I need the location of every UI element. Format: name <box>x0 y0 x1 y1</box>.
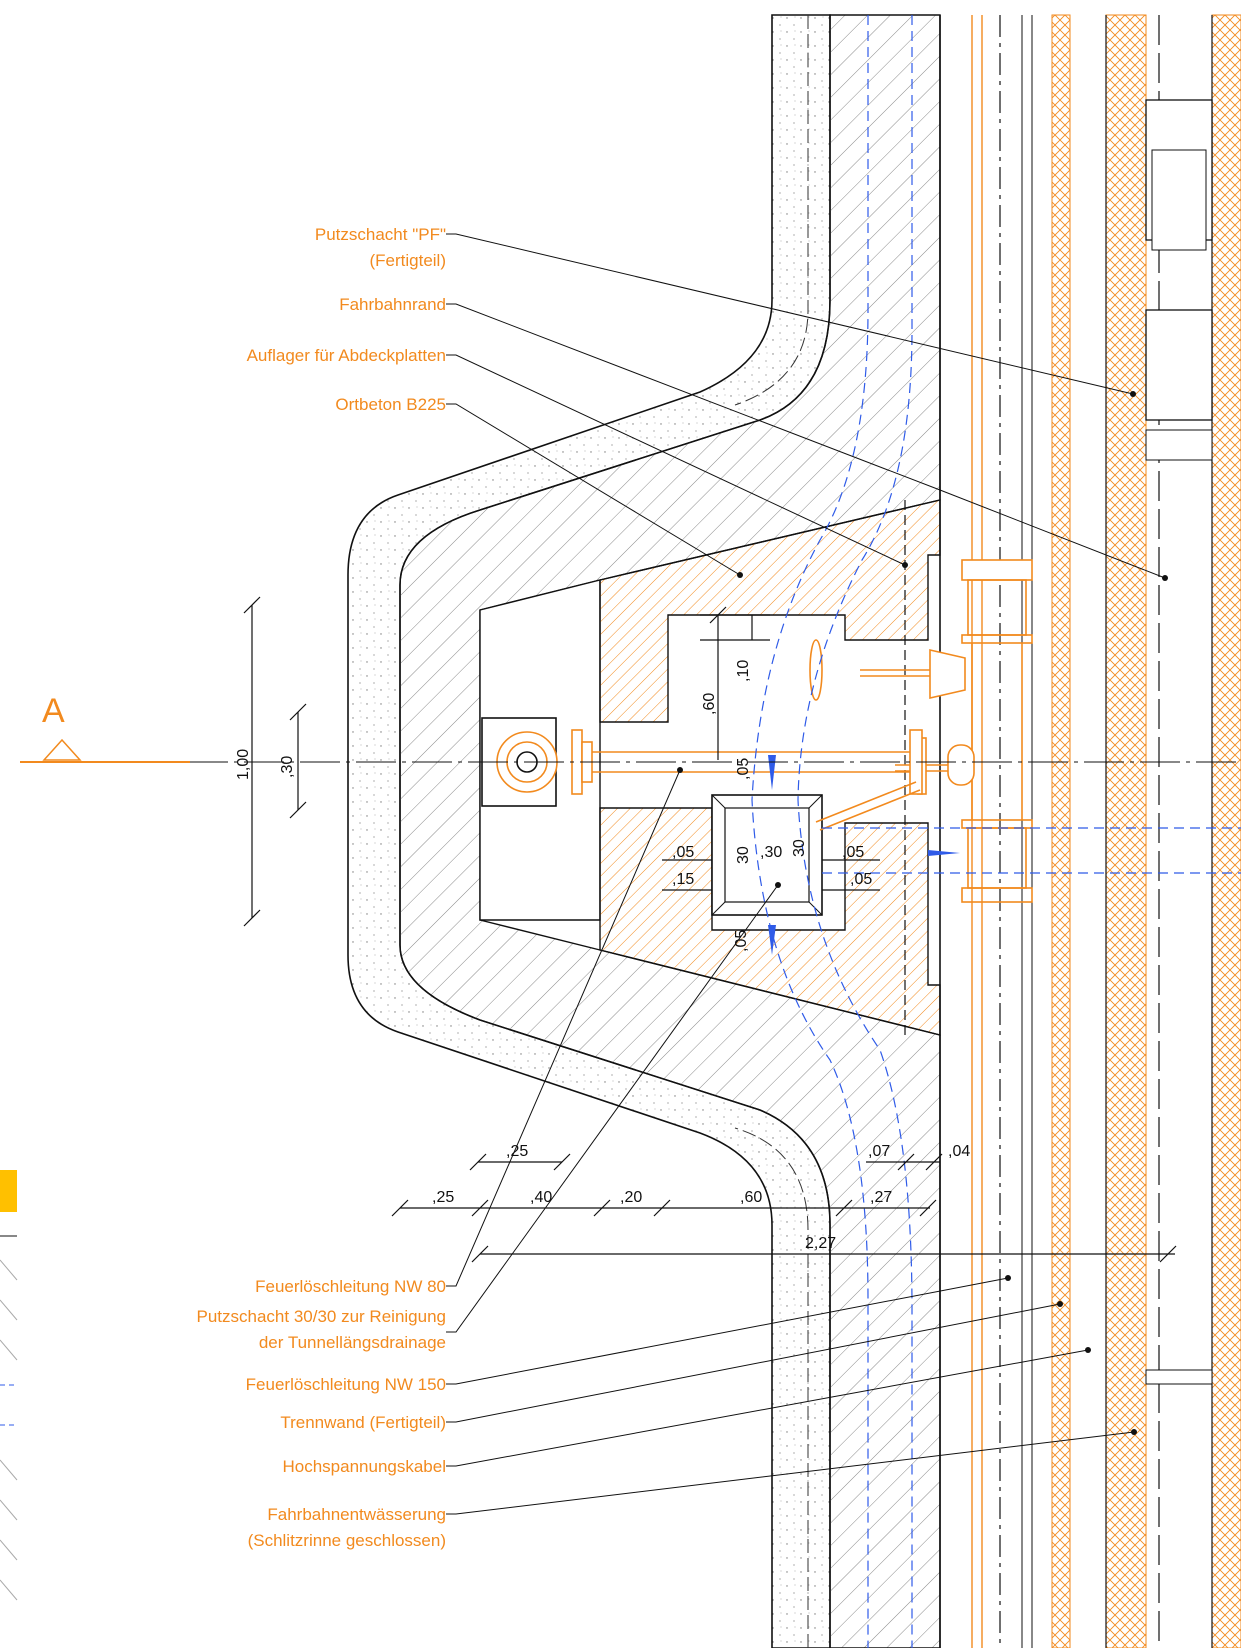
dim-005-a: ,05 <box>735 758 752 780</box>
legend-swatch <box>0 1170 17 1212</box>
label-entwaesserung-sub: (Schlitzrinne geschlossen) <box>248 1531 446 1550</box>
dim-060-h: ,60 <box>740 1189 762 1206</box>
label-putzschacht-pf-sub: (Fertigteil) <box>369 251 446 270</box>
dim-020: ,20 <box>620 1189 642 1206</box>
label-fahrbahnrand: Fahrbahnrand <box>339 295 446 314</box>
callout-labels: Putzschacht "PF" (Fertigteil) Fahrbahnra… <box>197 225 447 1550</box>
right-elements <box>939 14 1241 1648</box>
dim-040: ,40 <box>530 1189 552 1206</box>
dim-005-l: ,05 <box>672 844 694 861</box>
dim-004: ,04 <box>948 1143 970 1160</box>
dim-30-c: 30 <box>791 839 808 857</box>
putzschacht-30-30 <box>711 794 823 916</box>
leader-dots <box>677 391 1168 1435</box>
dim-025-top: ,25 <box>506 1143 528 1160</box>
drainage-arrows <box>768 755 960 955</box>
label-feuerloesch-80: Feuerlöschleitung NW 80 <box>255 1277 446 1296</box>
label-hochspannung: Hochspannungskabel <box>282 1457 446 1476</box>
dim-1-00: 1,00 <box>235 749 252 780</box>
dim-30-a: 30 <box>735 846 752 864</box>
dim-030-b: ,30 <box>760 844 782 861</box>
dimension-texts: 1,00 ,30 ,60 ,10 ,05 30 ,30 30 ,05 ,15 ,… <box>235 660 970 1252</box>
label-trennwand: Trennwand (Fertigteil) <box>280 1413 446 1432</box>
label-auflager: Auflager für Abdeckplatten <box>247 346 446 365</box>
label-feuerloesch-150: Feuerlöschleitung NW 150 <box>246 1375 446 1394</box>
hatched-infill <box>399 14 941 1648</box>
label-putzschacht-30: Putzschacht 30/30 zur Reinigung <box>197 1307 447 1326</box>
left-edge-fragments <box>0 1235 18 1601</box>
label-putzschacht-pf: Putzschacht "PF" <box>315 225 446 244</box>
dim-005-r1: ,05 <box>842 844 864 861</box>
label-entwaesserung: Fahrbahnentwässerung <box>267 1505 446 1524</box>
label-ortbeton: Ortbeton B225 <box>335 395 446 414</box>
dim-007: ,07 <box>868 1143 890 1160</box>
dim-060: ,60 <box>701 693 718 715</box>
dim-005-b: ,05 <box>733 930 750 952</box>
dim-027: ,27 <box>870 1189 892 1206</box>
label-putzschacht-30-sub: der Tunnellängsdrainage <box>259 1333 446 1352</box>
fire-main-nw150 <box>809 559 1033 903</box>
dim-005-r2: ,05 <box>850 871 872 888</box>
dim-2-27: 2,27 <box>805 1235 836 1252</box>
dim-030: ,30 <box>279 756 296 778</box>
horizontal-dimensions <box>391 859 1177 1263</box>
vertical-dimensions <box>243 596 770 927</box>
leader-lines <box>446 233 1166 1515</box>
section-marker-a: A <box>20 692 190 763</box>
drainage-lines <box>751 15 1241 1648</box>
dim-025: ,25 <box>432 1189 454 1206</box>
dim-010: ,10 <box>735 660 752 682</box>
section-label: A <box>42 692 65 730</box>
dim-015-l: ,15 <box>672 871 694 888</box>
